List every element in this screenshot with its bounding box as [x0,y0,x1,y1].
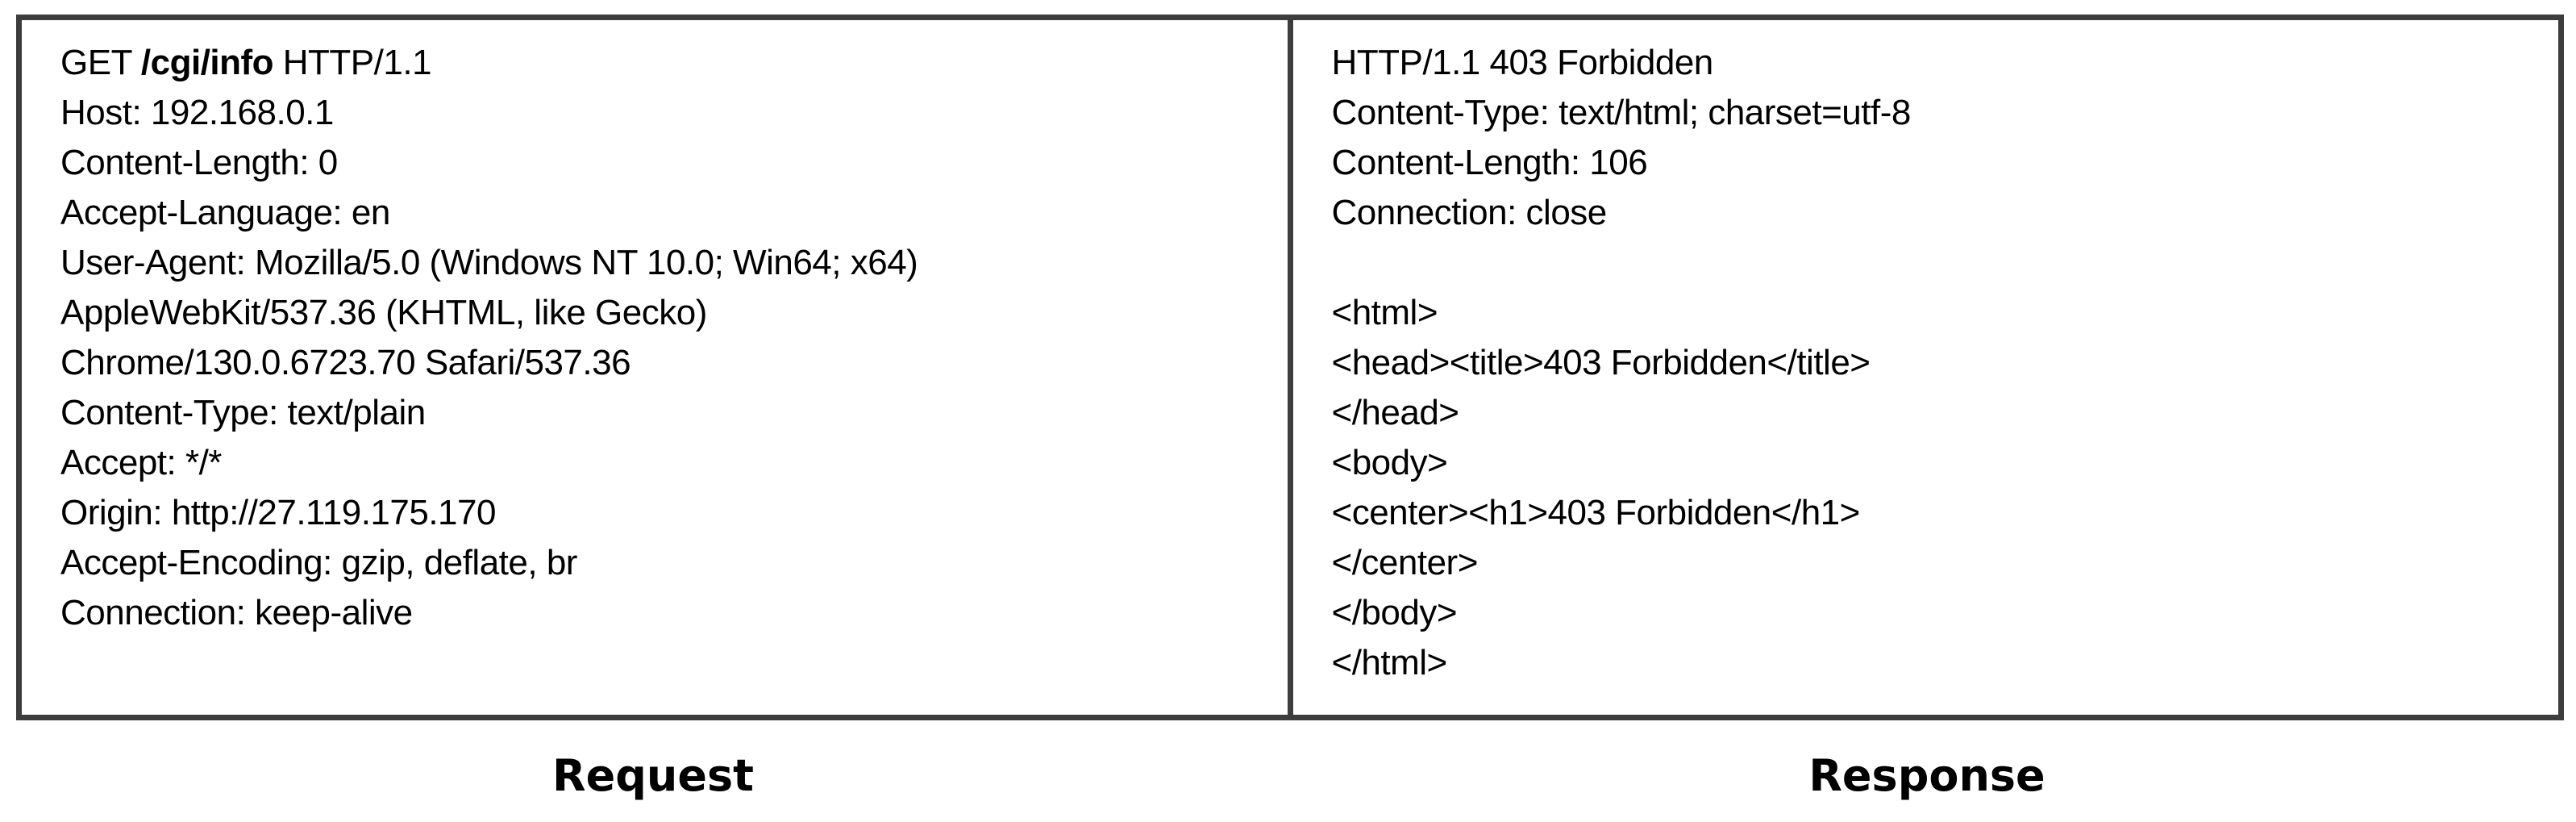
response-body-head-close: </head> [1331,393,1459,432]
http-version: HTTP/1.1 [273,43,432,82]
caption-row: Request Response [16,748,2564,804]
request-header-host: Host: 192.168.0.1 [60,93,334,132]
request-header-origin: Origin: http://27.119.175.170 [60,493,496,532]
panels-box: GET /cgi/info HTTP/1.1 Host: 192.168.0.1… [16,15,2564,720]
response-body-center-close: </center> [1331,543,1479,582]
request-header-connection: Connection: keep-alive [60,593,413,632]
request-header-accept-language: Accept-Language: en [60,193,390,232]
request-line: GET /cgi/info HTTP/1.1 [60,38,1265,88]
response-body-html-open: <html> [1331,293,1438,332]
response-blank-line [1332,238,2536,288]
response-header-content-length: Content-Length: 106 [1331,143,1648,182]
response-label: Response [1808,750,2045,801]
response-header-connection: Connection: close [1331,193,1608,232]
request-header-user-agent-wrap-2: Chrome/130.0.6723.70 Safari/537.36 [60,343,631,382]
http-method: GET [60,43,141,82]
request-header-user-agent-wrap-1: AppleWebKit/537.36 (KHTML, like Gecko) [60,293,707,332]
response-body-body-open: <body> [1331,443,1448,482]
response-status-line: HTTP/1.1 403 Forbidden [1331,43,1714,82]
response-panel: HTTP/1.1 403 Forbidden Content-Type: tex… [1293,20,2559,715]
request-panel: GET /cgi/info HTTP/1.1 Host: 192.168.0.1… [22,20,1293,715]
response-header-content-type: Content-Type: text/html; charset=utf-8 [1331,93,1912,132]
request-header-user-agent: User-Agent: Mozilla/5.0 (Windows NT 10.0… [60,243,918,282]
response-body-head-title: <head><title>403 Forbidden</title> [1331,343,1871,382]
request-header-accept: Accept: */* [60,443,222,482]
request-header-content-length: Content-Length: 0 [60,143,338,182]
request-path: /cgi/info [140,43,274,82]
request-header-content-type: Content-Type: text/plain [60,393,426,432]
request-label: Request [552,750,754,801]
request-header-accept-encoding: Accept-Encoding: gzip, deflate, br [60,543,577,582]
response-body-body-close: </body> [1331,593,1458,632]
response-body-html-close: </html> [1331,643,1448,682]
response-body-center-h1: <center><h1>403 Forbidden</h1> [1331,493,1861,532]
